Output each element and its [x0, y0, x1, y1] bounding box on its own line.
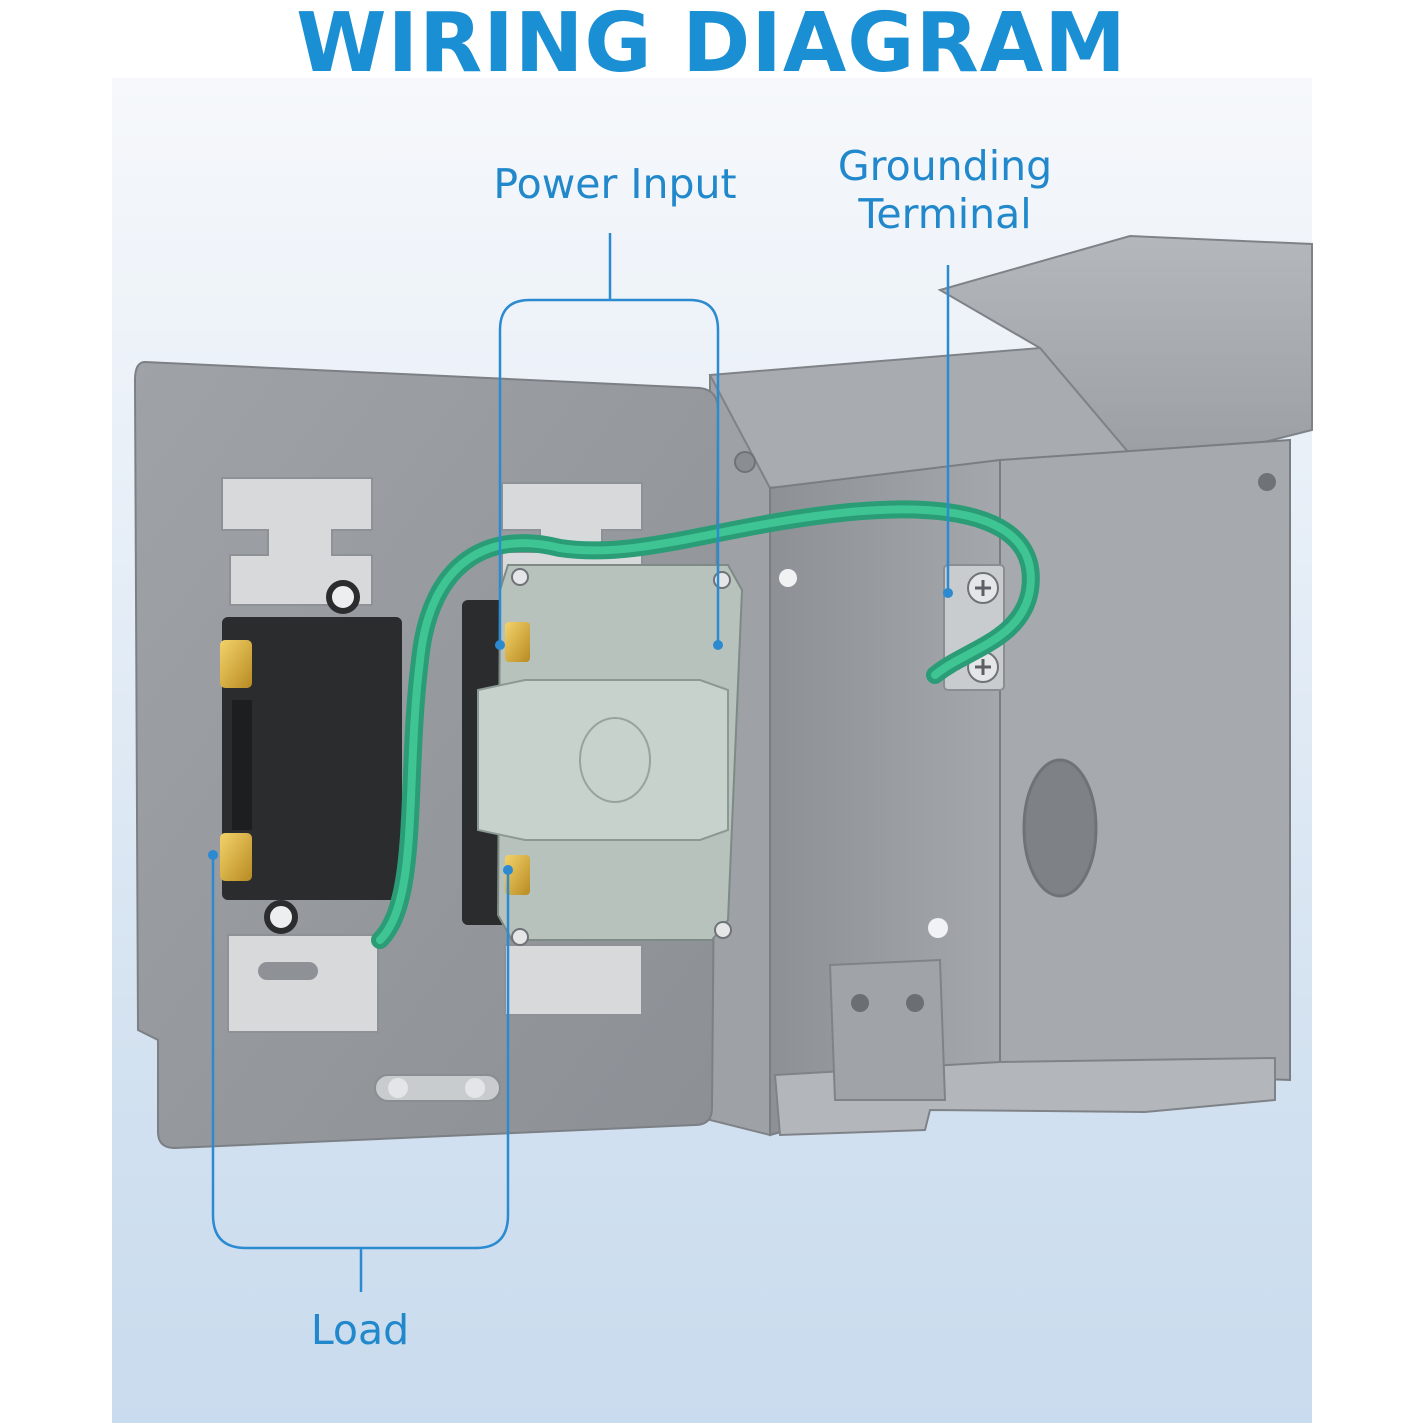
grounding-terminal-label: Grounding Terminal — [837, 142, 1053, 238]
callout-leaders — [211, 233, 950, 1292]
load-breaker — [220, 477, 402, 1033]
load-leader — [211, 855, 510, 1292]
enclosure-box — [708, 234, 1313, 1137]
callout-dots — [208, 588, 953, 875]
power-input-leader — [498, 233, 720, 645]
diagram-title: WIRING DIAGRAM — [296, 0, 1127, 91]
power-input-breaker — [462, 482, 744, 1016]
load-label: Load — [310, 1306, 410, 1354]
power-input-label: Power Input — [493, 160, 737, 208]
